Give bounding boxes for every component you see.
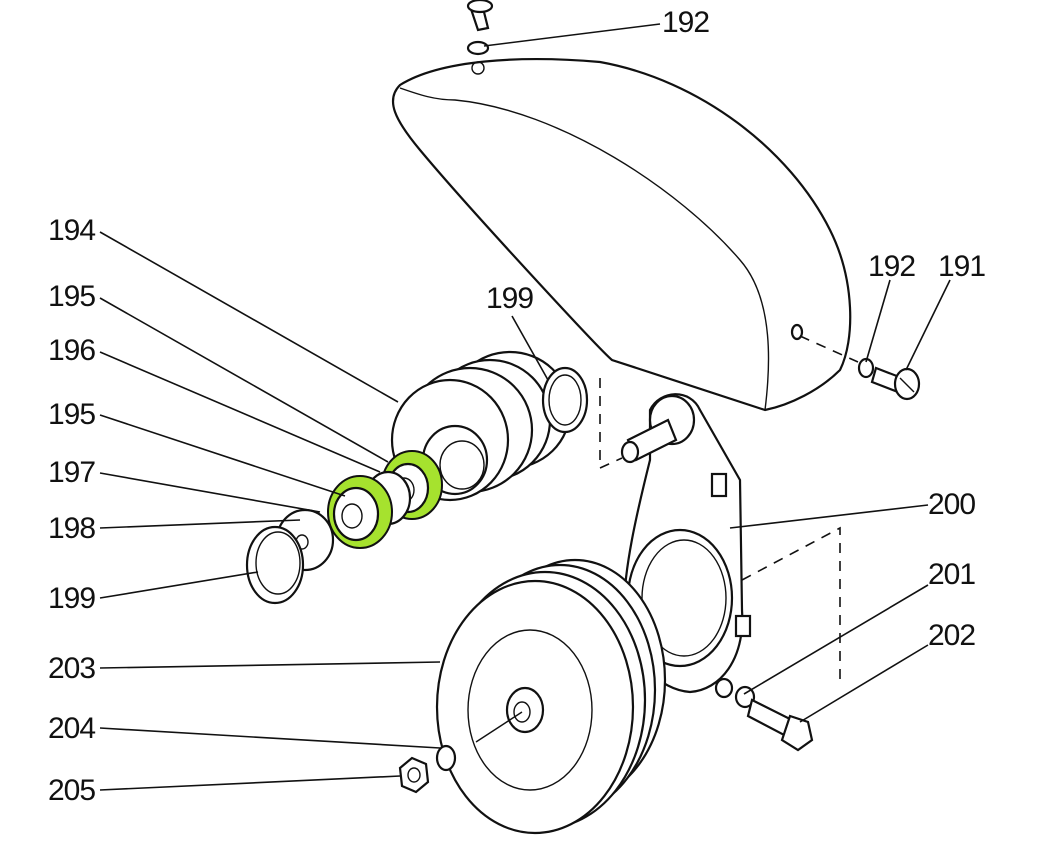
label-194: 194 <box>48 214 95 247</box>
label-195-upper: 195 <box>48 280 95 313</box>
label-197: 197 <box>48 456 95 489</box>
lower-pulley <box>435 558 667 835</box>
label-195-lower: 195 <box>48 398 95 431</box>
nut-205 <box>398 756 430 794</box>
label-202: 202 <box>928 619 975 652</box>
top-bolt <box>466 0 494 75</box>
label-196: 196 <box>48 334 95 367</box>
label-204: 204 <box>48 712 95 745</box>
bolt-202 <box>714 677 814 752</box>
label-192-right: 192 <box>868 250 915 283</box>
upper-pulley <box>390 350 572 502</box>
bearing-stack <box>327 450 443 549</box>
label-192-top: 192 <box>662 6 709 39</box>
label-205: 205 <box>48 774 95 807</box>
label-200: 200 <box>928 488 975 521</box>
belt-guard-cover <box>391 58 852 412</box>
label-191: 191 <box>938 250 985 283</box>
callouts: 192 192 191 194 195 196 195 197 198 199 … <box>48 6 986 807</box>
washer-204 <box>435 744 457 772</box>
side-screw <box>799 335 921 401</box>
label-201: 201 <box>928 558 975 591</box>
label-199-upper: 199 <box>486 282 533 315</box>
retaining-ring-lower <box>245 525 305 605</box>
label-203: 203 <box>48 652 95 685</box>
label-199-lower: 199 <box>48 582 95 615</box>
label-198: 198 <box>48 512 95 545</box>
cover-hole <box>790 323 804 341</box>
retaining-ring-upper <box>541 366 589 434</box>
leader-lines <box>99 23 951 791</box>
